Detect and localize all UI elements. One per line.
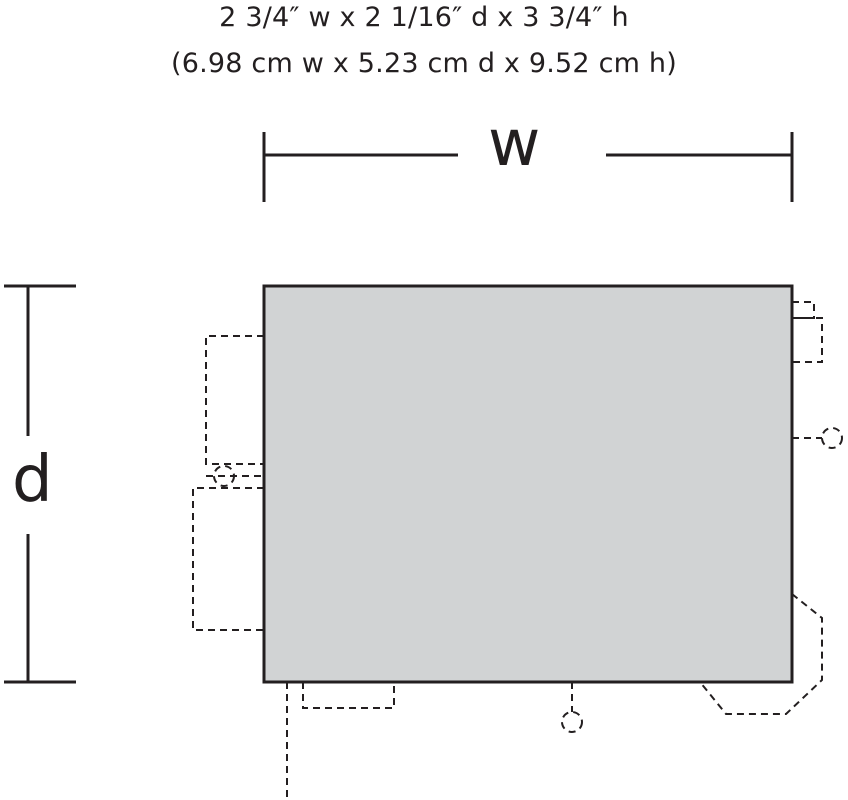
imperial-dimensions: 2 3/4″ w x 2 1/16″ d x 3 3/4″ h <box>219 2 629 33</box>
width-label: w <box>488 107 541 181</box>
depth-dimension-line <box>4 284 76 684</box>
device-body <box>262 284 794 684</box>
right-bottom-connector-outline <box>699 593 823 715</box>
left-upper-connector-outline <box>205 335 264 465</box>
width-dimension-line <box>262 132 794 202</box>
right-top-small-outline <box>792 301 815 319</box>
left-connector-circle <box>213 465 235 487</box>
metric-dimensions: (6.98 cm w x 5.23 cm d x 9.52 cm h) <box>171 48 677 79</box>
right-top-connector-outline <box>792 317 823 363</box>
left-lower-connector-outline <box>192 487 264 631</box>
bottom-left-connector-outline <box>302 682 395 709</box>
bottom-middle-connector-circle <box>561 711 583 733</box>
cable-outlines <box>192 301 843 800</box>
depth-label: d <box>12 443 53 517</box>
right-middle-connector-circle <box>821 427 843 449</box>
